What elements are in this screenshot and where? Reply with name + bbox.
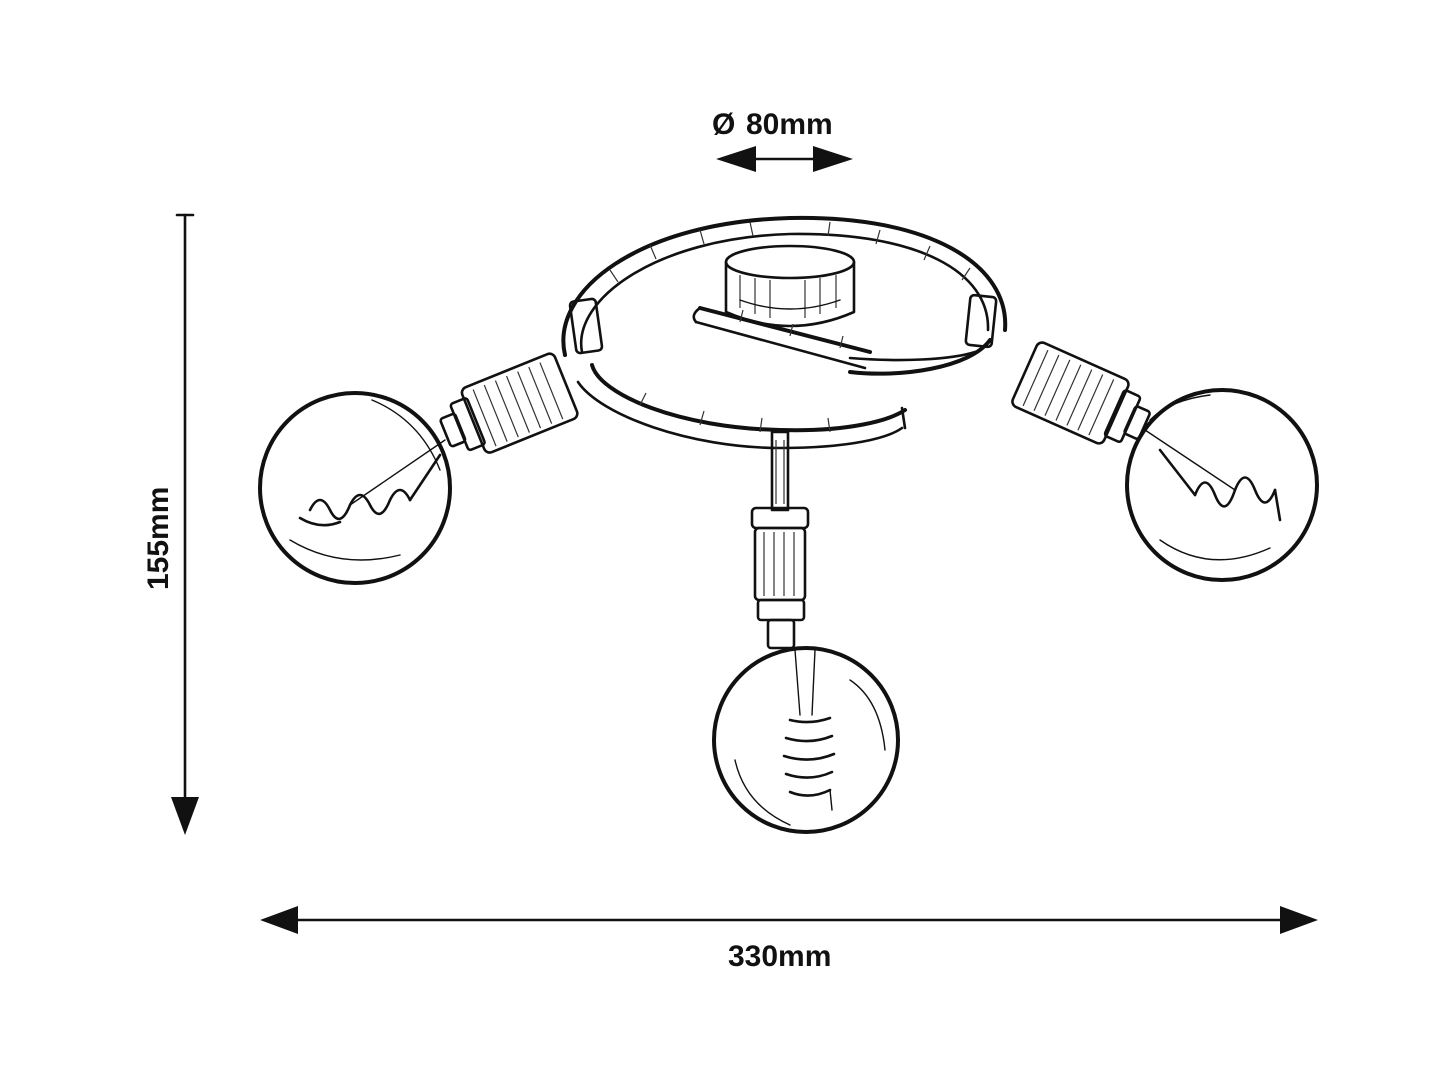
right-lamp-head [1011,341,1319,582]
right-socket [1011,341,1151,445]
center-bulb [712,646,900,834]
ceiling-lamp [258,215,1319,834]
diameter-label: 80mm [746,108,833,141]
height-label: 155mm [142,487,175,590]
diameter-symbol: Ø [712,108,735,141]
diameter-arrowhead-right [813,146,853,172]
center-lamp-head [712,430,900,834]
diameter-dimension: Ø 80mm [712,108,853,172]
width-label: 330mm [728,940,831,973]
ceiling-canopy [724,244,856,328]
center-stem [770,430,790,512]
width-arrowhead-right [1280,906,1318,934]
center-socket [750,506,810,650]
width-arrowhead-left [260,906,298,934]
left-lamp-head [258,352,579,585]
height-dimension: 155mm [142,213,199,835]
height-arrowhead [171,797,199,835]
spiral-ring [561,215,1008,450]
right-bulb [1125,388,1319,582]
diameter-arrowhead-left [716,146,756,172]
width-dimension: 330mm [260,906,1318,973]
left-bulb [258,391,452,585]
left-socket [439,352,579,454]
